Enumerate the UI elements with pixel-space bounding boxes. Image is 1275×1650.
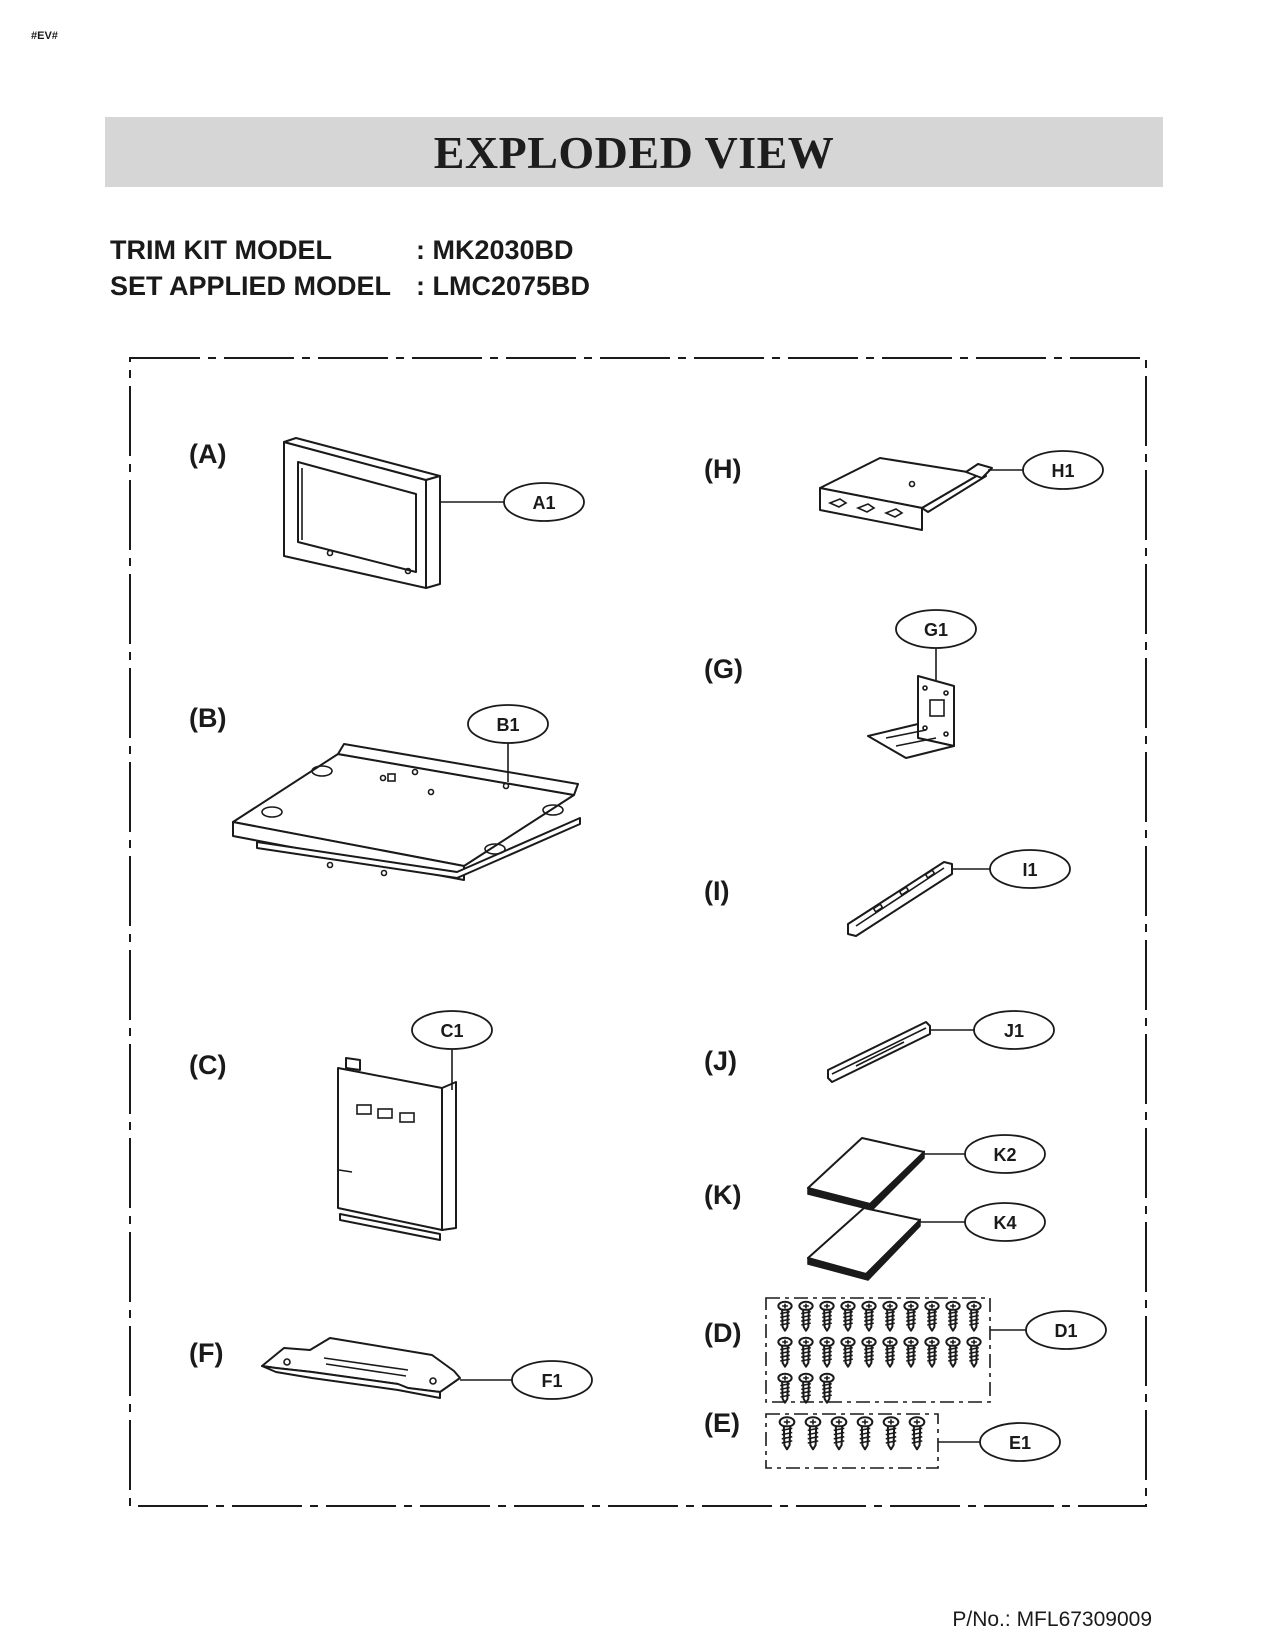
screw-icon	[819, 1300, 835, 1332]
callout-g1-text: G1	[924, 620, 948, 640]
section-label-d: (D)	[704, 1318, 741, 1348]
callout-h1	[1022, 450, 1104, 490]
callout-k4-text: K4	[993, 1213, 1016, 1233]
screw-icon	[882, 1300, 898, 1332]
callout-h1-text: H1	[1051, 461, 1074, 481]
callout-g1	[895, 609, 977, 649]
callout-c1	[411, 1010, 493, 1050]
part-h1-bracket	[819, 457, 993, 531]
set-applied-model-value: : LMC2075BD	[416, 271, 591, 301]
screw-icon	[777, 1372, 793, 1404]
screw-icon	[777, 1300, 793, 1332]
callout-k2	[964, 1134, 1046, 1174]
screw-icon	[908, 1416, 926, 1451]
screw-icon	[882, 1416, 900, 1451]
callout-j1	[973, 1010, 1055, 1050]
screw-icon	[798, 1336, 814, 1368]
trim-kit-model-value: : MK2030BD	[416, 235, 574, 265]
callout-b1	[467, 704, 549, 744]
callout-i1	[989, 849, 1071, 889]
callout-i1-text: I1	[1022, 860, 1037, 880]
part-i1-rail	[847, 861, 953, 937]
screw-icon	[840, 1300, 856, 1332]
screw-icon	[798, 1372, 814, 1404]
section-label-j: (J)	[704, 1046, 737, 1076]
section-label-c: (C)	[189, 1050, 226, 1080]
callout-a1	[503, 482, 585, 522]
callout-k2-text: K2	[993, 1145, 1016, 1165]
screw-set-d-frame	[765, 1297, 991, 1403]
part-number: P/No.: MFL67309009	[952, 1608, 1152, 1631]
callout-d1-text: D1	[1054, 1321, 1077, 1341]
callout-e1	[979, 1422, 1061, 1462]
section-label-k: (K)	[704, 1180, 741, 1210]
screw-icon	[945, 1336, 961, 1368]
screw-icon	[798, 1300, 814, 1332]
section-label-a: (A)	[189, 439, 226, 469]
page-marker: #EV#	[31, 30, 58, 42]
section-label-i: (I)	[704, 876, 729, 906]
trim-kit-model-row: TRIM KIT MODEL : MK2030BD	[110, 232, 590, 268]
screw-icon	[966, 1336, 982, 1368]
model-info: TRIM KIT MODEL : MK2030BD SET APPLIED MOD…	[110, 232, 590, 304]
screw-icon	[840, 1336, 856, 1368]
callout-a1-text: A1	[532, 493, 555, 513]
title-banner: EXPLODED VIEW	[105, 117, 1163, 187]
page-title: EXPLODED VIEW	[433, 126, 835, 178]
screw-icon	[777, 1336, 793, 1368]
screw-icon	[924, 1300, 940, 1332]
callout-c1-text: C1	[440, 1021, 463, 1041]
part-j1-rail	[827, 1021, 931, 1083]
part-k4-pad	[807, 1207, 921, 1281]
screw-icon	[819, 1336, 835, 1368]
callout-j1-text: J1	[1004, 1021, 1024, 1041]
screw-icon	[903, 1300, 919, 1332]
part-b1-base-tray	[232, 743, 581, 881]
callout-k4	[964, 1202, 1046, 1242]
trim-kit-model-label: TRIM KIT MODEL	[110, 235, 332, 265]
set-applied-model-label: SET APPLIED MODEL	[110, 271, 392, 301]
screw-icon	[778, 1416, 796, 1451]
screw-icon	[819, 1372, 835, 1404]
screw-icon	[924, 1336, 940, 1368]
screw-set-e-frame	[765, 1413, 939, 1469]
section-label-f: (F)	[189, 1338, 223, 1368]
section-label-h: (H)	[704, 454, 741, 484]
section-label-g: (G)	[704, 654, 743, 684]
part-g1-angle-bracket	[867, 675, 955, 759]
set-applied-model-row: SET APPLIED MODEL : LMC2075BD	[110, 268, 590, 304]
screw-icon	[882, 1336, 898, 1368]
callout-b1-text: B1	[496, 715, 519, 735]
section-label-e: (E)	[704, 1408, 740, 1438]
screw-icon	[945, 1300, 961, 1332]
screw-icon	[903, 1336, 919, 1368]
screw-icon	[804, 1416, 822, 1451]
part-k2-pad	[807, 1137, 925, 1211]
part-a1-trim-frame	[283, 437, 441, 589]
part-c1-side-panel	[337, 1057, 457, 1241]
screw-icon	[966, 1300, 982, 1332]
callout-f1-text: F1	[541, 1371, 562, 1391]
part-f1-strap	[261, 1337, 461, 1399]
part-d1-screw-set	[777, 1300, 982, 1404]
section-label-b: (B)	[189, 703, 226, 733]
callout-e1-text: E1	[1009, 1433, 1031, 1453]
diagram-frame	[129, 357, 1147, 1507]
screw-icon	[861, 1300, 877, 1332]
screw-icon	[830, 1416, 848, 1451]
part-e1-screw-set	[778, 1416, 926, 1451]
callout-d1	[1025, 1310, 1107, 1350]
callout-f1	[511, 1360, 593, 1400]
screw-icon	[856, 1416, 874, 1451]
screw-icon	[861, 1336, 877, 1368]
